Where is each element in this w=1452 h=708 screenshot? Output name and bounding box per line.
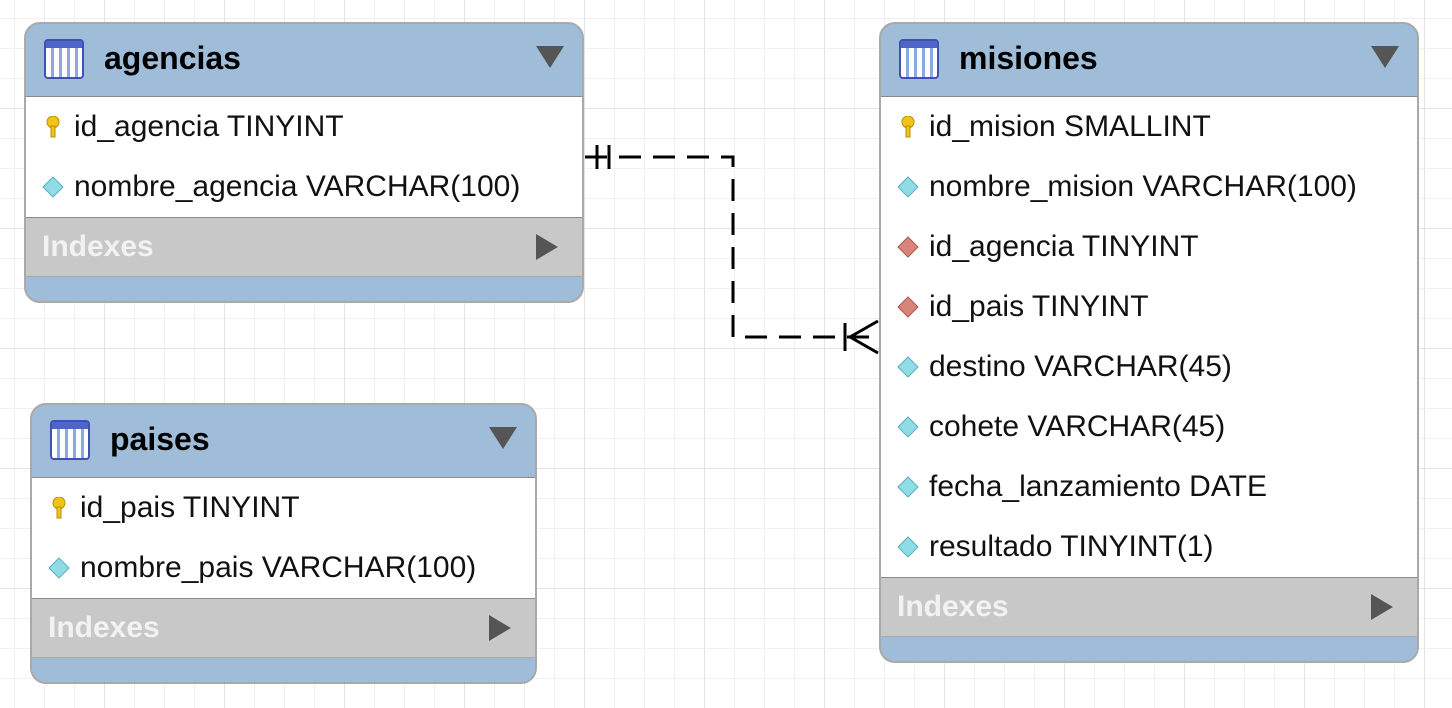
expand-arrow-icon[interactable] <box>489 615 511 641</box>
column-diamond-icon <box>897 416 919 438</box>
table-title: misiones <box>959 40 1098 76</box>
column-row[interactable]: nombre_agencia VARCHAR(100) <box>26 157 582 217</box>
one-and-only-one-marker <box>595 145 611 169</box>
table-icon <box>50 420 90 460</box>
column-label: id_agencia TINYINT <box>74 110 344 143</box>
expand-arrow-icon[interactable] <box>1371 594 1393 620</box>
column-row[interactable]: cohete VARCHAR(45) <box>881 397 1417 457</box>
column-label: id_pais TINYINT <box>929 290 1149 323</box>
indexes-label: Indexes <box>48 611 160 644</box>
foreign-key-diamond-icon <box>897 296 919 318</box>
column-row[interactable]: id_agencia TINYINT <box>881 217 1417 277</box>
one-or-many-marker <box>843 319 879 355</box>
primary-key-icon <box>901 116 915 138</box>
table-agencias[interactable]: agencias id_agencia TINYINT nombre_agenc… <box>24 22 584 303</box>
column-diamond-icon <box>48 557 70 579</box>
column-row[interactable]: nombre_pais VARCHAR(100) <box>32 538 535 598</box>
column-label: nombre_agencia VARCHAR(100) <box>74 170 521 203</box>
indexes-label: Indexes <box>897 590 1009 623</box>
column-label: resultado TINYINT(1) <box>929 530 1214 563</box>
column-row[interactable]: resultado TINYINT(1) <box>881 517 1417 577</box>
indexes-label: Indexes <box>42 230 154 263</box>
column-diamond-icon <box>897 536 919 558</box>
column-row[interactable]: destino VARCHAR(45) <box>881 337 1417 397</box>
column-label: fecha_lanzamiento DATE <box>929 470 1267 503</box>
table-misiones[interactable]: misiones id_mision SMALLINT nombre_misio… <box>879 22 1419 663</box>
column-label: destino VARCHAR(45) <box>929 350 1232 383</box>
column-row[interactable]: fecha_lanzamiento DATE <box>881 457 1417 517</box>
column-list: id_mision SMALLINT nombre_mision VARCHAR… <box>881 96 1417 578</box>
table-header[interactable]: agencias <box>26 24 582 96</box>
collapse-arrow-icon[interactable] <box>1371 46 1399 68</box>
indexes-section[interactable]: Indexes <box>881 578 1417 637</box>
column-label: id_mision SMALLINT <box>929 110 1211 143</box>
collapse-arrow-icon[interactable] <box>489 427 517 449</box>
table-paises[interactable]: paises id_pais TINYINT nombre_pais VARCH… <box>30 403 537 684</box>
column-row[interactable]: id_agencia TINYINT <box>26 97 582 157</box>
column-label: nombre_mision VARCHAR(100) <box>929 170 1357 203</box>
column-diamond-icon <box>897 176 919 198</box>
expand-arrow-icon[interactable] <box>536 234 558 260</box>
indexes-section[interactable]: Indexes <box>26 218 582 277</box>
column-row[interactable]: id_pais TINYINT <box>32 478 535 538</box>
column-row[interactable]: id_mision SMALLINT <box>881 97 1417 157</box>
column-list: id_pais TINYINT nombre_pais VARCHAR(100) <box>32 477 535 599</box>
table-icon <box>44 39 84 79</box>
column-diamond-icon <box>897 356 919 378</box>
indexes-section[interactable]: Indexes <box>32 599 535 658</box>
column-diamond-icon <box>42 176 64 198</box>
table-title: agencias <box>104 40 241 76</box>
relationship-line[interactable] <box>585 155 878 339</box>
primary-key-icon <box>46 116 60 138</box>
table-title: paises <box>110 421 210 457</box>
column-row[interactable]: id_pais TINYINT <box>881 277 1417 337</box>
column-label: nombre_pais VARCHAR(100) <box>80 551 477 584</box>
column-diamond-icon <box>897 476 919 498</box>
column-label: id_pais TINYINT <box>80 491 300 524</box>
collapse-arrow-icon[interactable] <box>536 46 564 68</box>
column-row[interactable]: nombre_mision VARCHAR(100) <box>881 157 1417 217</box>
column-label: cohete VARCHAR(45) <box>929 410 1226 443</box>
column-list: id_agencia TINYINT nombre_agencia VARCHA… <box>26 96 582 218</box>
table-header[interactable]: paises <box>32 405 535 477</box>
foreign-key-diamond-icon <box>897 236 919 258</box>
table-header[interactable]: misiones <box>881 24 1417 96</box>
table-icon <box>899 39 939 79</box>
primary-key-icon <box>52 497 66 519</box>
column-label: id_agencia TINYINT <box>929 230 1199 263</box>
